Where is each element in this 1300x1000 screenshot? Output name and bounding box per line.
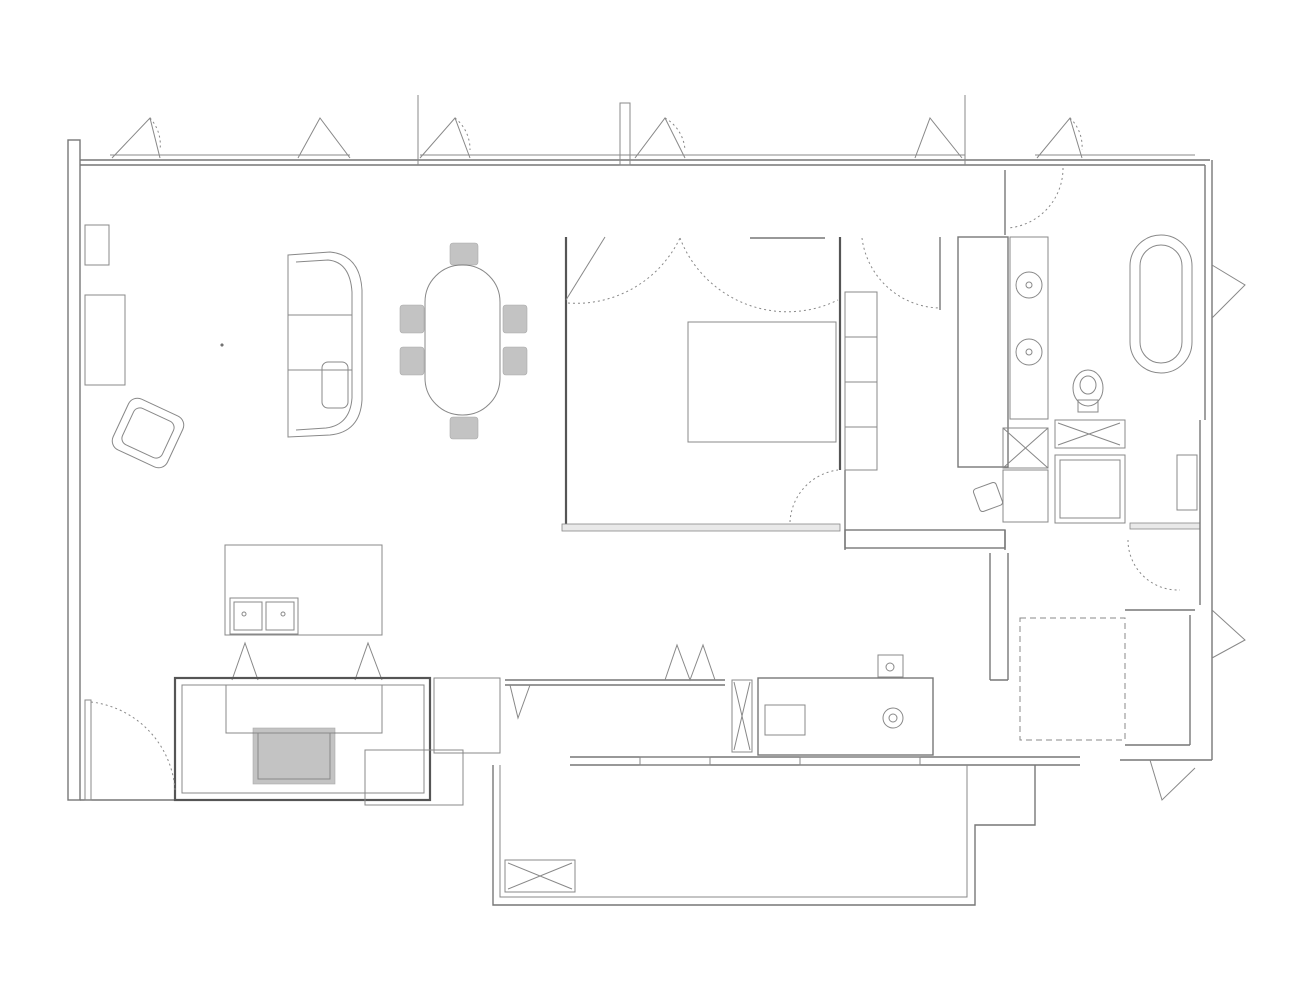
bathtub: [1129, 234, 1193, 374]
wardrobe: [844, 291, 878, 471]
dining-set: [399, 242, 528, 440]
kitchen-island: [224, 544, 383, 636]
tv-console: [84, 294, 126, 386]
top-windows: [110, 95, 1195, 166]
washer: [1054, 454, 1126, 524]
toilet: [1072, 369, 1104, 413]
fridge: [433, 677, 501, 754]
utility: [505, 643, 934, 756]
small-chair: [972, 481, 1004, 513]
vanity: [1009, 236, 1049, 420]
armchair: [111, 397, 185, 469]
bedroom-second: [1019, 609, 1195, 746]
ensuite: [844, 167, 1246, 681]
bed: [687, 321, 837, 443]
balcony: [492, 756, 1080, 906]
cooktop: [252, 727, 336, 785]
side-table: [84, 224, 110, 266]
living-area: [84, 224, 363, 469]
bedroom-main: [561, 236, 941, 550]
exterior-walls: [67, 139, 1213, 801]
sofa: [287, 251, 363, 438]
entry-doors: [84, 699, 1196, 801]
kitchen: [173, 544, 501, 806]
double-sink: [229, 597, 299, 635]
